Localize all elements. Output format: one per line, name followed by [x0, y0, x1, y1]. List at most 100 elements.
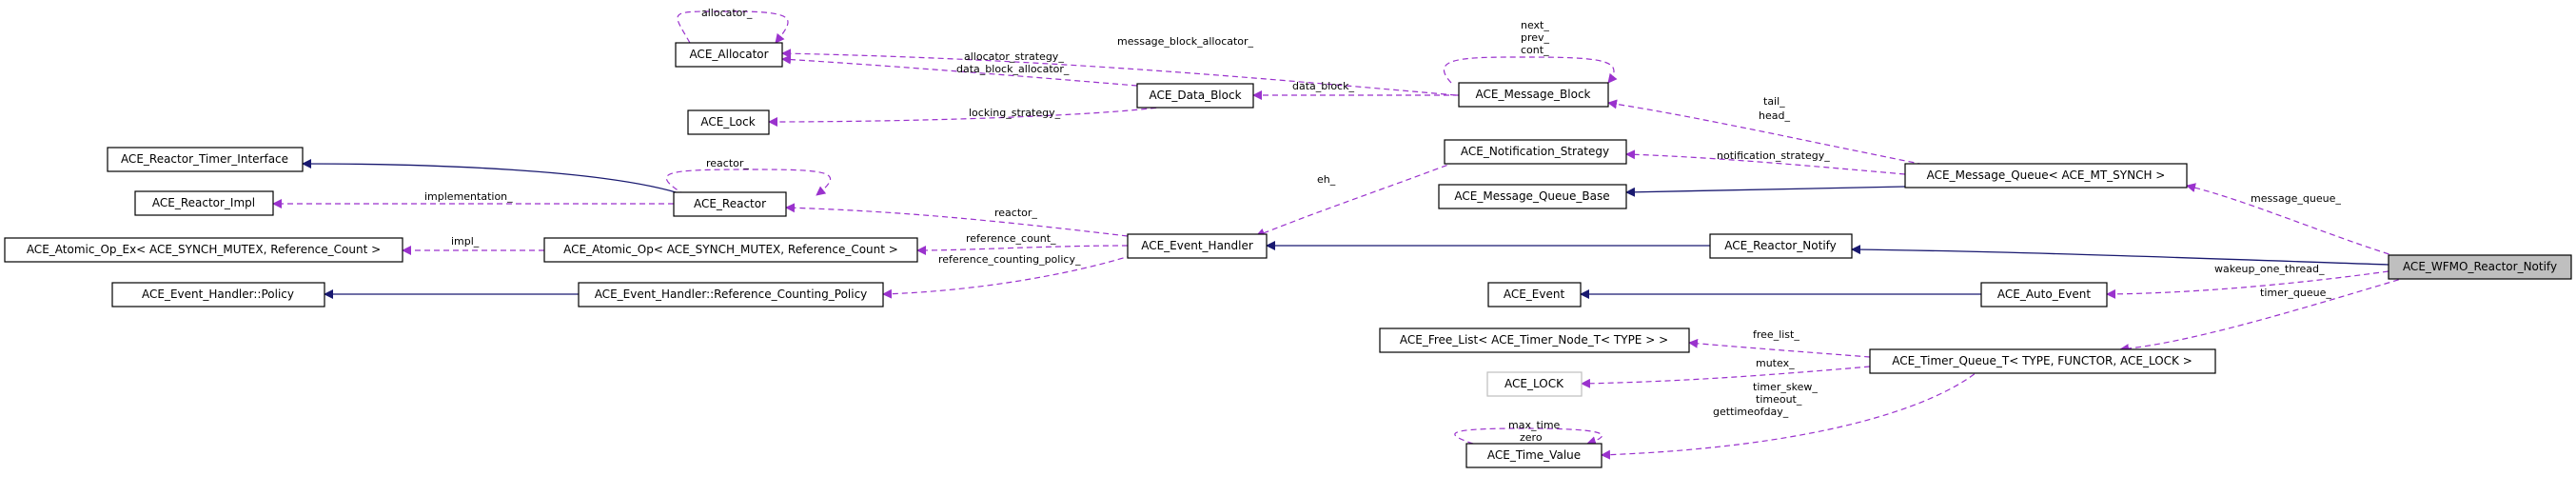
node-ace-timer-queue[interactable]: ACE_Timer_Queue_T< TYPE, FUNCTOR, ACE_LO…: [1869, 348, 2216, 374]
node-ace-reactor-impl[interactable]: ACE_Reactor_Impl: [134, 190, 274, 216]
node-ace-message-block[interactable]: ACE_Message_Block: [1458, 82, 1609, 108]
edge-notification-strategy: [1625, 149, 1906, 175]
edge-message-queue: [2186, 183, 2399, 258]
node-ace-event-label: ACE_Event: [1504, 288, 1565, 301]
label-mb-next: next_: [1521, 19, 1549, 31]
node-ace-reference-counting-policy-label: ACE_Event_Handler::Reference_Counting_Po…: [595, 288, 868, 301]
label-zero: zero: [1520, 431, 1543, 444]
edge-wakeup-one-thread: [2106, 270, 2389, 299]
node-ace-message-queue-base[interactable]: ACE_Message_Queue_Base: [1438, 184, 1627, 209]
label-mutex: mutex_: [1756, 357, 1795, 369]
node-ace-atomic-op-ex[interactable]: ACE_Atomic_Op_Ex< ACE_SYNCH_MUTEX, Refer…: [4, 237, 403, 263]
label-mq-tail: tail_: [1763, 95, 1785, 108]
node-ace-lock-template[interactable]: ACE_LOCK: [1486, 371, 1583, 397]
edge-eh: [1255, 161, 1457, 238]
label-impl: impl_: [451, 235, 480, 248]
usage-edges: [272, 10, 2418, 460]
label-data-block: data_block_: [1292, 80, 1354, 92]
edge-locking-strategy: [768, 106, 1167, 127]
node-ace-atomic-op-label: ACE_Atomic_Op< ACE_SYNCH_MUTEX, Referenc…: [563, 243, 898, 256]
label-mb-prev: prev_: [1521, 31, 1550, 44]
node-ace-reactor-notify[interactable]: ACE_Reactor_Notify: [1709, 233, 1853, 259]
edge-timer-skew: [1601, 361, 1990, 460]
node-ace-time-value[interactable]: ACE_Time_Value: [1465, 443, 1603, 468]
node-ace-event-handler-label: ACE_Event_Handler: [1141, 239, 1253, 252]
edge-free-list: [1688, 338, 1871, 358]
node-ace-reactor-label: ACE_Reactor: [694, 197, 766, 210]
inheritance-edges: [302, 159, 2389, 299]
node-ace-reactor-timer-interface-label: ACE_Reactor_Timer_Interface: [121, 152, 288, 166]
label-message-queue: message_queue_: [2251, 192, 2341, 205]
node-ace-event[interactable]: ACE_Event: [1487, 282, 1582, 308]
node-ace-data-block[interactable]: ACE_Data_Block: [1136, 83, 1254, 109]
label-timeout: timeout_: [1756, 393, 1802, 406]
label-allocator-self: allocator_: [701, 7, 753, 19]
node-ace-auto-event[interactable]: ACE_Auto_Event: [1980, 282, 2108, 308]
edge-message-block-self: [1444, 56, 1618, 84]
node-ace-event-handler-policy[interactable]: ACE_Event_Handler::Policy: [111, 282, 325, 308]
node-ace-lock-label: ACE_Lock: [700, 115, 755, 129]
edge-message-block-allocator: [781, 49, 1457, 96]
label-allocator-strategy: allocator_strategy_: [964, 50, 1064, 63]
node-ace-auto-event-label: ACE_Auto_Event: [1997, 288, 2091, 301]
nodes: ACE_Allocator ACE_Lock ACE_Reactor_Timer…: [4, 42, 2572, 468]
label-data-block-allocator: data_block_allocator_: [956, 63, 1070, 75]
node-ace-reactor-timer-interface[interactable]: ACE_Reactor_Timer_Interface: [107, 147, 304, 172]
node-ace-free-list[interactable]: ACE_Free_List< ACE_Timer_Node_T< TYPE > …: [1379, 327, 1690, 353]
label-event-handler-reactor: reactor_: [994, 207, 1037, 219]
edge-reactor-to-timer-interface: [302, 159, 686, 196]
node-ace-message-queue-label: ACE_Message_Queue< ACE_MT_SYNCH >: [1927, 169, 2166, 182]
node-ace-wfmo-reactor-notify-label: ACE_WFMO_Reactor_Notify: [2403, 260, 2557, 273]
node-ace-notification-strategy[interactable]: ACE_Notification_Strategy: [1444, 139, 1627, 165]
node-ace-timer-queue-label: ACE_Timer_Queue_T< TYPE, FUNCTOR, ACE_LO…: [1892, 354, 2193, 367]
label-free-list: free_list_: [1753, 328, 1799, 341]
label-timer-skew: timer_skew_: [1753, 381, 1818, 393]
edge-reactor-self: [665, 169, 831, 196]
label-mq-head: head_: [1759, 109, 1790, 122]
edge-wfmo-to-reactor-notify: [1851, 245, 2389, 266]
node-ace-reactor[interactable]: ACE_Reactor: [673, 191, 787, 217]
node-ace-wfmo-reactor-notify[interactable]: ACE_WFMO_Reactor_Notify: [2388, 254, 2572, 280]
label-reference-count: reference_count_: [966, 232, 1056, 245]
node-ace-atomic-op[interactable]: ACE_Atomic_Op< ACE_SYNCH_MUTEX, Referenc…: [543, 237, 918, 263]
edge-allocator-self: [677, 10, 789, 44]
label-reference-counting-policy: reference_counting_policy_: [938, 253, 1081, 266]
edge-labels: allocator_ message_block_allocator_ allo…: [424, 7, 2341, 444]
label-implementation: implementation_: [424, 190, 513, 203]
edge-timer-queue: [2119, 273, 2418, 354]
label-max-time: max_time: [1508, 419, 1561, 431]
label-mb-cont: cont_: [1521, 44, 1549, 56]
label-wakeup-one-thread: wakeup_one_thread_: [2214, 263, 2325, 275]
node-ace-atomic-op-ex-label: ACE_Atomic_Op_Ex< ACE_SYNCH_MUTEX, Refer…: [27, 243, 381, 256]
node-ace-reference-counting-policy[interactable]: ACE_Event_Handler::Reference_Counting_Po…: [578, 282, 884, 308]
label-gettimeofday: gettimeofday_: [1713, 406, 1789, 418]
node-ace-data-block-label: ACE_Data_Block: [1149, 89, 1241, 102]
node-ace-message-queue-base-label: ACE_Message_Queue_Base: [1454, 189, 1609, 203]
label-eh: eh_: [1317, 173, 1336, 186]
node-ace-notification-strategy-label: ACE_Notification_Strategy: [1461, 145, 1609, 158]
node-ace-allocator[interactable]: ACE_Allocator: [675, 42, 783, 68]
label-notification-strategy: notification_strategy_: [1717, 149, 1830, 162]
node-ace-reactor-notify-label: ACE_Reactor_Notify: [1724, 239, 1837, 252]
node-ace-free-list-label: ACE_Free_List< ACE_Timer_Node_T< TYPE > …: [1400, 333, 1668, 347]
edge-data-block-allocator: [781, 54, 1138, 87]
node-ace-allocator-label: ACE_Allocator: [689, 48, 768, 61]
node-ace-event-handler-policy-label: ACE_Event_Handler::Policy: [142, 288, 294, 301]
edge-reference-counting-policy: [882, 254, 1133, 299]
edge-mutex: [1581, 366, 1871, 388]
edge-message-queue-to-mq-base: [1625, 186, 1906, 197]
node-ace-event-handler[interactable]: ACE_Event_Handler: [1127, 233, 1268, 259]
edge-event-handler-reactor: [785, 203, 1129, 237]
node-ace-lock[interactable]: ACE_Lock: [687, 109, 770, 135]
label-message-block-allocator: message_block_allocator_: [1117, 35, 1254, 48]
node-ace-message-queue[interactable]: ACE_Message_Queue< ACE_MT_SYNCH >: [1904, 163, 2188, 188]
label-locking-strategy: locking_strategy_: [969, 107, 1061, 119]
node-ace-time-value-label: ACE_Time_Value: [1487, 448, 1581, 462]
label-timer-queue: timer_queue_: [2260, 287, 2331, 299]
node-ace-lock-template-label: ACE_LOCK: [1504, 377, 1564, 390]
node-ace-message-block-label: ACE_Message_Block: [1475, 88, 1590, 101]
node-ace-reactor-impl-label: ACE_Reactor_Impl: [152, 196, 255, 209]
edge-time-value-self: [1454, 427, 1603, 446]
edge-reference-count: [916, 245, 1129, 255]
